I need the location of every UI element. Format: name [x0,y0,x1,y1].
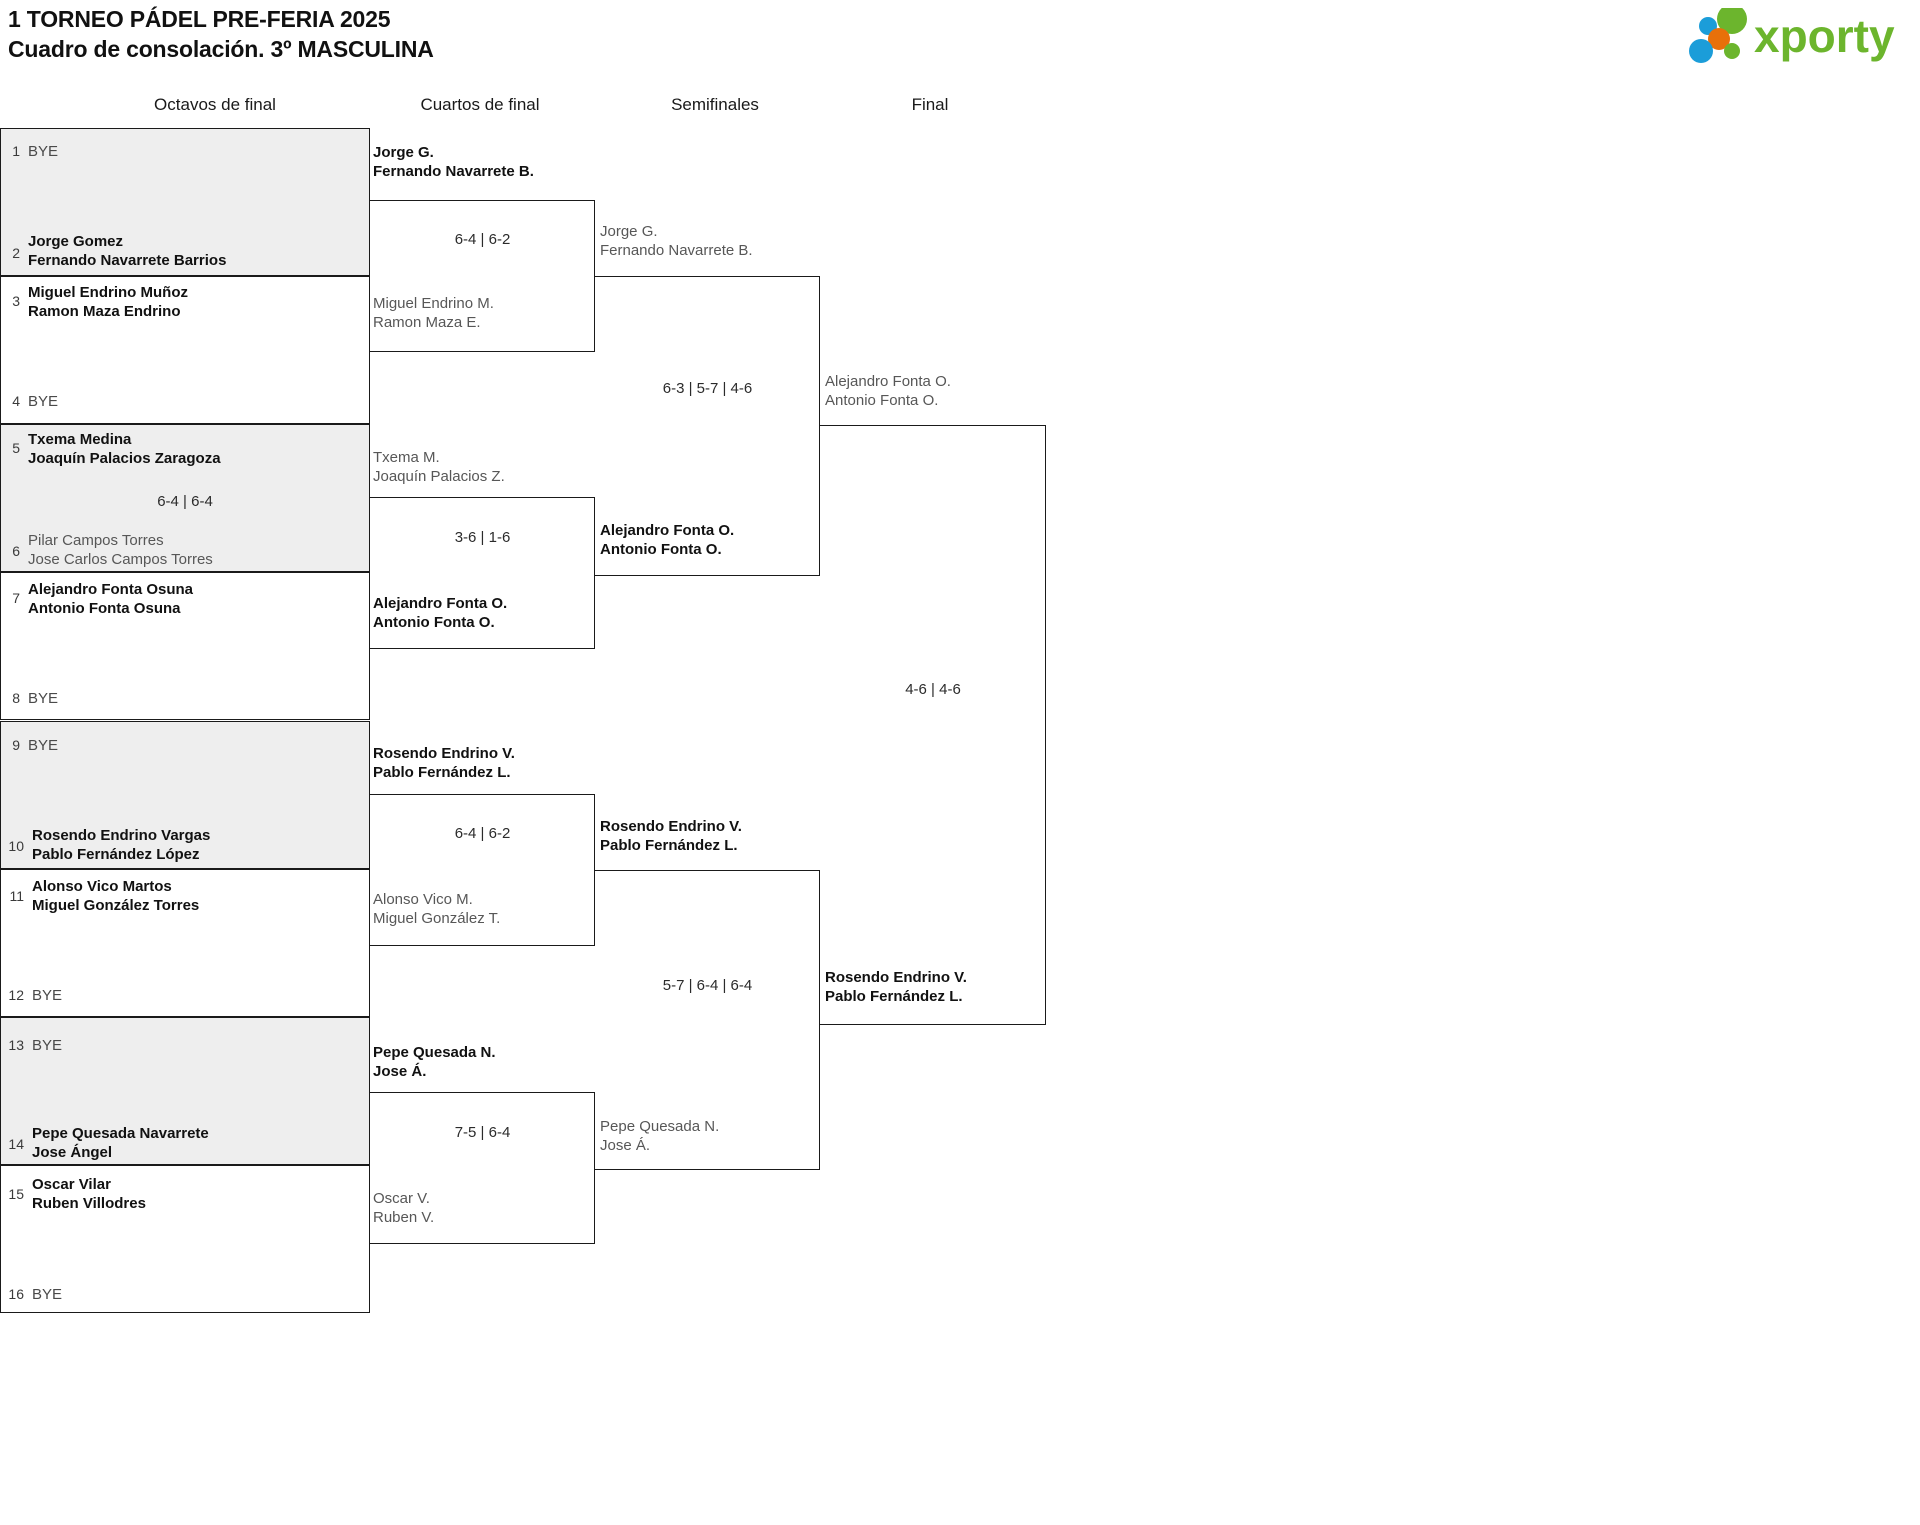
octavos-score-3: 6-4 | 6-4 [157,493,213,510]
octavos-entry-8: BYE [28,690,59,707]
octavos-seed-6: 6 [12,543,20,559]
bracket-subtitle: Cuadro de consolación. 3º MASCULINA [8,36,434,62]
cuartos-team-top-4: Pepe Quesada N.Jose Á. [373,1044,496,1080]
octavos-seed-9: 9 [12,737,20,753]
page-title: 1 TORNEO PÁDEL PRE-FERIA 2025 Cuadro de … [8,4,1108,64]
octavos-seed-10: 10 [8,838,24,854]
semifinal-score-2: 5-7 | 6-4 | 6-4 [662,977,753,994]
cuartos-team-bottom-4: Oscar V.Ruben V. [373,1190,435,1226]
octavos-entry-9: BYE [28,737,59,754]
octavos-seed-8: 8 [12,690,20,706]
octavos-seed-7: 7 [12,590,20,606]
octavos-seed-4: 4 [12,393,20,409]
octavos-entry-12: BYE [32,987,63,1004]
semifinal-team-top-1: Jorge G.Fernando Navarrete B. [600,223,753,259]
cuartos-team-top-3: Rosendo Endrino V.Pablo Fernández L. [373,745,515,781]
octavos-shade-2 [0,424,370,572]
octavos-seed-14: 14 [8,1136,24,1152]
octavos-seed-5: 5 [12,440,20,456]
octavos-entry-16: BYE [32,1286,63,1303]
cuartos-team-bottom-3: Alonso Vico M.Miguel González T. [373,891,501,927]
octavos-seed-15: 15 [8,1186,24,1202]
octavos-seed-12: 12 [8,987,24,1003]
semifinal-team-bottom-1: Alejandro Fonta O.Antonio Fonta O. [600,522,735,558]
final-score: 4-6 | 4-6 [905,681,961,698]
cuartos-team-top-2: Txema M.Joaquín Palacios Z. [373,449,505,485]
tournament-title: 1 TORNEO PÁDEL PRE-FERIA 2025 [8,6,391,32]
logo-dots-icon [1689,8,1747,63]
round-header-semifinales: Semifinales [671,95,759,114]
octavos-seed-16: 16 [8,1286,24,1302]
cuartos-score-3: 6-4 | 6-2 [454,825,511,842]
octavos-entry-13: BYE [32,1037,63,1054]
logo-wordmark: xporty [1754,10,1895,62]
cuartos-team-bottom-1: Miguel Endrino M.Ramon Maza E. [373,295,494,331]
semifinal-team-top-2: Rosendo Endrino V.Pablo Fernández L. [600,818,742,854]
octavos-shade-1 [0,128,370,276]
semifinal-score-1: 6-3 | 5-7 | 4-6 [662,380,753,397]
semifinal-team-bottom-2: Pepe Quesada N.Jose Á. [600,1118,720,1154]
octavos-seed-3: 3 [12,293,20,309]
octavos-seed-11: 11 [9,888,24,904]
round-header-final: Final [911,95,949,114]
octavos-seed-13: 13 [8,1037,24,1053]
octavos-shade-3 [0,721,370,869]
cuartos-team-top-1: Jorge G.Fernando Navarrete B. [373,144,534,180]
xporty-logo: xporty [1670,8,1900,64]
cuartos-score-1: 6-4 | 6-2 [454,231,511,248]
octavos-entry-4: BYE [28,393,59,410]
round-header-octavos: Octavos de final [154,95,276,114]
octavos-seed-2: 2 [12,245,20,261]
final-team-top: Alejandro Fonta O.Antonio Fonta O. [825,373,951,409]
cuartos-score-4: 7-5 | 6-4 [454,1124,511,1141]
round-header-cuartos: Cuartos de final [420,95,540,114]
octavos-entry-1: BYE [28,143,59,160]
cuartos-team-bottom-2: Alejandro Fonta O.Antonio Fonta O. [373,595,508,631]
octavos-shade-4 [0,1017,370,1165]
final-match-box [820,425,1046,1025]
octavos-seed-1: 1 [12,143,20,159]
final-team-bottom: Rosendo Endrino V.Pablo Fernández L. [825,969,967,1005]
cuartos-score-2: 3-6 | 1-6 [454,529,511,546]
